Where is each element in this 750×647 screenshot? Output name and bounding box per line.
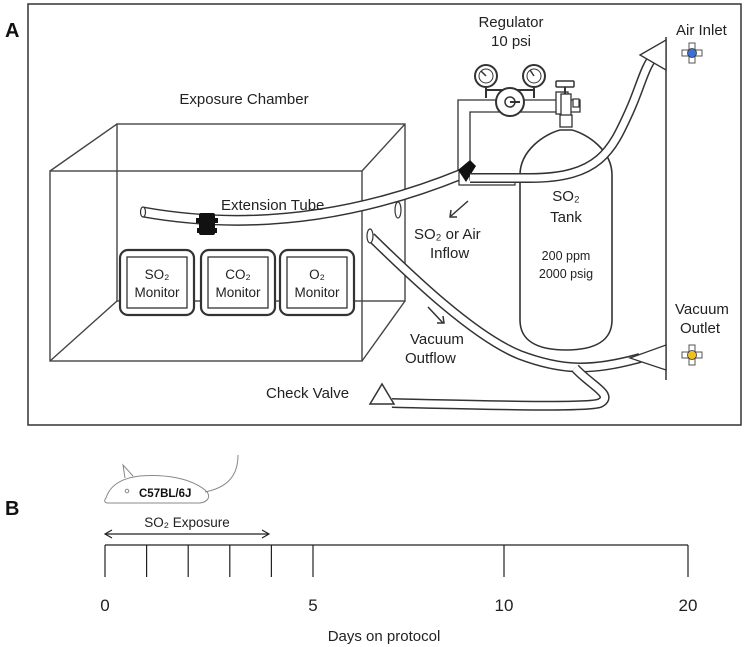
inflow-label-line1: SO₂ or Air: [414, 226, 481, 243]
monitor-so2: SO₂ Monitor: [118, 248, 196, 317]
timeline-tick-label: 10: [495, 596, 514, 615]
tank-label-pressure: 2000 psig: [539, 267, 593, 281]
mouse-icon: [104, 454, 239, 504]
monitor-o2-line2: Monitor: [294, 285, 340, 300]
panel-a-letter: A: [5, 20, 19, 42]
axis-label: Days on protocol: [328, 628, 441, 645]
inflow-label-line2: Inflow: [430, 245, 469, 262]
air-inlet-port: [638, 38, 667, 72]
inflow-arrow: [449, 200, 469, 218]
timeline-tick-label: 0: [100, 596, 109, 615]
air-inlet-valve-icon: [681, 42, 703, 64]
timeline-tick-label: 20: [679, 596, 698, 615]
exposure-bracket: [103, 529, 271, 539]
timeline-ticks: [104, 545, 689, 577]
air-inlet-label: Air Inlet: [676, 22, 728, 39]
exposure-label: SO₂ Exposure: [144, 515, 230, 530]
air-inlet-tube: [470, 51, 659, 183]
check-valve-label: Check Valve: [266, 385, 349, 402]
regulator-label: Regulator: [478, 14, 543, 31]
tube-clamp: [196, 213, 218, 235]
exposure-chamber: [49, 123, 406, 362]
panel-a-frame: [27, 3, 742, 426]
monitor-co2-line1: CO₂: [225, 267, 251, 282]
regulator-gauge-right: [522, 64, 546, 98]
vacuum-outflow-tube: [366, 228, 642, 373]
regulator-pressure-label: 10 psi: [491, 33, 531, 50]
outflow-label-line2: Outflow: [405, 350, 456, 367]
outflow-arrow: [427, 306, 445, 324]
tank-label-gas: SO₂: [552, 188, 580, 205]
monitor-co2-line2: Monitor: [215, 285, 261, 300]
extension-tube: [139, 168, 465, 226]
vacuum-outlet-valve-icon: [681, 344, 703, 366]
vacuum-outlet-label-line2: Outlet: [680, 320, 721, 337]
tank-valve: [555, 80, 580, 128]
monitor-o2: O₂ Monitor: [278, 248, 356, 317]
monitor-co2: CO₂ Monitor: [199, 248, 277, 317]
vacuum-outlet-port: [628, 344, 667, 371]
monitor-o2-line1: O₂: [309, 267, 325, 282]
monitor-so2-line1: SO₂: [145, 267, 170, 282]
regulator-gauge-left: [474, 64, 498, 98]
vacuum-outlet-label-line1: Vacuum: [675, 301, 729, 318]
monitor-so2-line2: Monitor: [134, 285, 180, 300]
regulator-clamp: [458, 160, 476, 182]
panel-b-letter: B: [5, 498, 19, 520]
gas-tank: [519, 129, 613, 351]
timeline-tick-labels: 0 5 10 20: [100, 596, 697, 615]
mouse-strain-label: C57BL/6J: [139, 488, 191, 500]
extension-tube-label: Extension Tube: [221, 197, 324, 214]
check-valve-line: [391, 364, 610, 411]
tank-label-concentration: 200 ppm: [542, 249, 591, 263]
check-valve-icon: [368, 382, 396, 405]
tank-label-name: Tank: [550, 209, 582, 226]
exposure-chamber-label: Exposure Chamber: [179, 91, 308, 108]
timeline-tick-label: 5: [308, 596, 317, 615]
outflow-label-line1: Vacuum: [410, 331, 464, 348]
regulator-body: [486, 87, 534, 117]
